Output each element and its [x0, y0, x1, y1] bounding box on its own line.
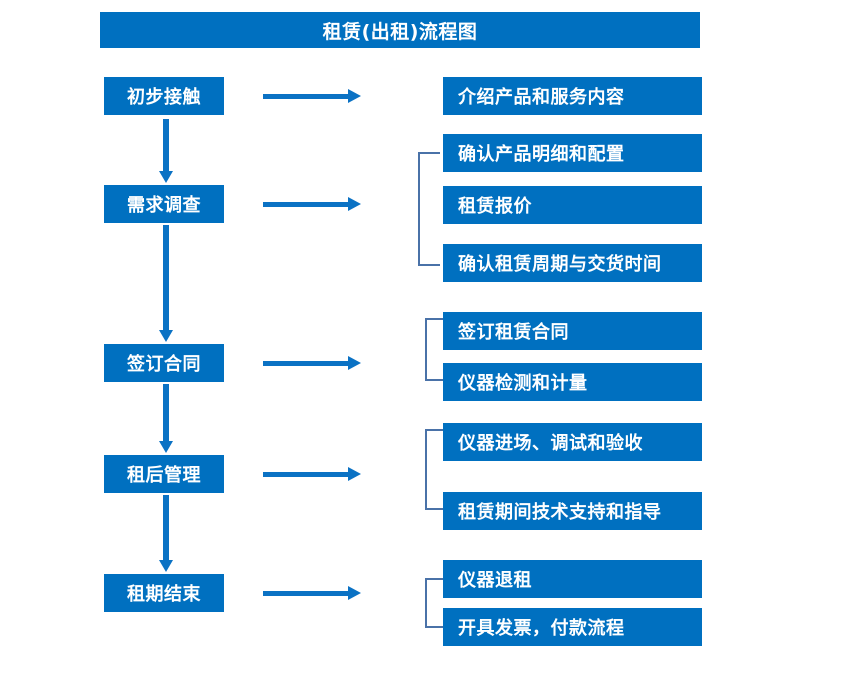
- arrow-head: [348, 586, 361, 600]
- vertical-arrow-stage1-to-stage2: [159, 119, 173, 183]
- bracket-stage2-details: [418, 152, 440, 266]
- stage-box-sign-contract[interactable]: 签订合同: [104, 344, 224, 382]
- diagram-title: 租赁(出租)流程图: [100, 12, 700, 48]
- stage-box-rental-end[interactable]: 租期结束: [104, 574, 224, 612]
- arrow-shaft: [163, 384, 169, 442]
- bracket-stage3-details: [425, 318, 447, 381]
- arrow-head: [159, 441, 173, 453]
- arrow-shaft: [263, 591, 349, 596]
- stage-box-initial-contact[interactable]: 初步接触: [104, 77, 224, 115]
- arrow-shaft: [263, 361, 349, 366]
- detail-box-introduce-products-services[interactable]: 介绍产品和服务内容: [443, 77, 702, 115]
- arrow-head: [348, 197, 361, 211]
- arrow-head: [348, 89, 361, 103]
- arrow-shaft: [263, 472, 349, 477]
- arrow-head: [348, 356, 361, 370]
- detail-box-rental-quotation[interactable]: 租赁报价: [443, 186, 702, 224]
- arrow-head: [159, 560, 173, 572]
- detail-box-technical-support-guidance[interactable]: 租赁期间技术支持和指导: [443, 492, 702, 530]
- detail-box-confirm-product-spec-config[interactable]: 确认产品明细和配置: [443, 134, 702, 172]
- arrow-shaft: [263, 94, 349, 99]
- bracket-stage5-details: [425, 578, 447, 628]
- vertical-arrow-stage4-to-stage5: [159, 495, 173, 572]
- stage-box-post-rental-management[interactable]: 租后管理: [104, 455, 224, 493]
- detail-box-instrument-return[interactable]: 仪器退租: [443, 560, 702, 598]
- horizontal-arrow-stage4: [263, 467, 361, 481]
- horizontal-arrow-stage3: [263, 356, 361, 370]
- detail-box-instrument-inspection-metrology[interactable]: 仪器检测和计量: [443, 363, 702, 401]
- horizontal-arrow-stage5: [263, 586, 361, 600]
- vertical-arrow-stage2-to-stage3: [159, 225, 173, 342]
- arrow-head: [348, 467, 361, 481]
- detail-box-confirm-rental-period-delivery[interactable]: 确认租赁周期与交货时间: [443, 244, 702, 282]
- arrow-head: [159, 330, 173, 342]
- vertical-arrow-stage3-to-stage4: [159, 384, 173, 453]
- arrow-shaft: [163, 119, 169, 172]
- detail-box-sign-rental-contract[interactable]: 签订租赁合同: [443, 312, 702, 350]
- arrow-shaft: [163, 225, 169, 331]
- detail-box-invoice-payment-process[interactable]: 开具发票，付款流程: [443, 608, 702, 646]
- arrow-shaft: [263, 202, 349, 207]
- bracket-stage4-details: [425, 429, 447, 510]
- horizontal-arrow-stage1: [263, 89, 361, 103]
- horizontal-arrow-stage2: [263, 197, 361, 211]
- stage-box-requirement-survey[interactable]: 需求调查: [104, 185, 224, 223]
- arrow-shaft: [163, 495, 169, 561]
- detail-box-instrument-entry-commission-acceptance[interactable]: 仪器进场、调试和验收: [443, 423, 702, 461]
- arrow-head: [159, 171, 173, 183]
